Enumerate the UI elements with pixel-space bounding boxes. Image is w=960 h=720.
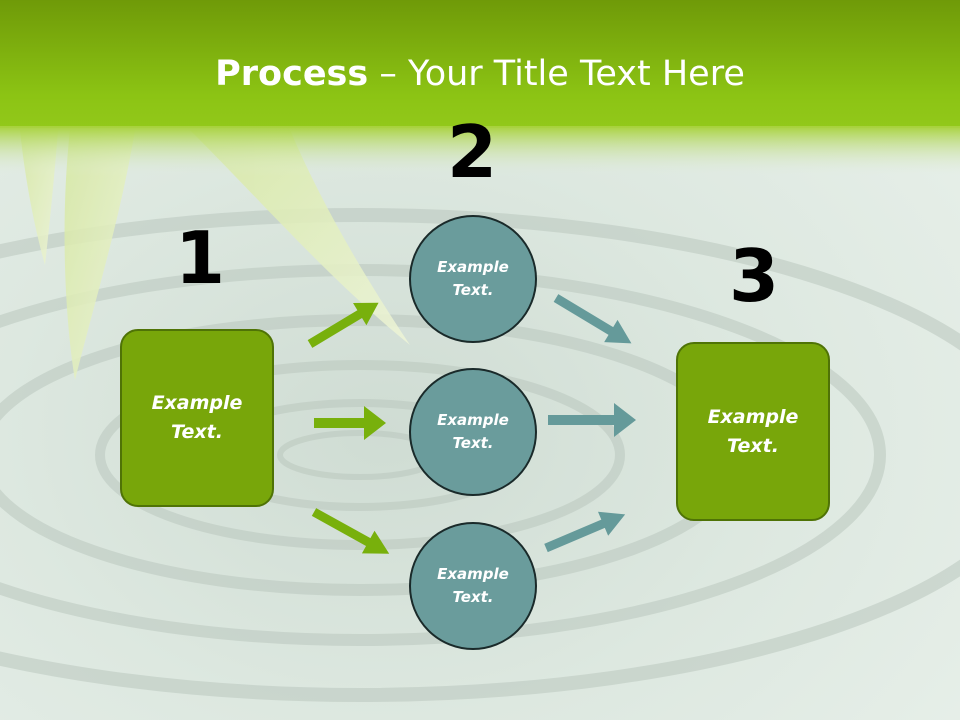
arrow-middle-to-right [548,403,636,437]
step-number-2: 2 [446,110,498,194]
process-circle-top-text: Example Text. [437,258,509,299]
process-box-end: Example Text. [676,342,830,521]
process-box-end-text: Example Text. [707,405,799,457]
title-bold: Process [215,54,369,94]
arrow-top-to-right [553,294,632,344]
arrow-bottom-to-right [544,511,626,553]
arrow-left-to-bottom [311,508,390,554]
process-box-start-text: Example Text. [151,392,243,443]
process-circle-top: Example Text. [409,215,537,343]
step-number-3: 3 [728,234,780,318]
step-number-1: 1 [174,216,226,300]
arrow-left-to-middle [314,406,386,440]
process-circle-middle: Example Text. [409,368,537,496]
process-circle-bottom: Example Text. [409,522,537,650]
process-circle-middle-text: Example Text. [437,411,509,452]
process-circle-bottom-text: Example Text. [437,565,509,606]
arrow-left-to-top [307,302,379,348]
slide-title: Process – Your Title Text Here [0,52,960,96]
title-rest: – Your Title Text Here [368,54,745,94]
process-box-start: Example Text. [120,329,274,507]
